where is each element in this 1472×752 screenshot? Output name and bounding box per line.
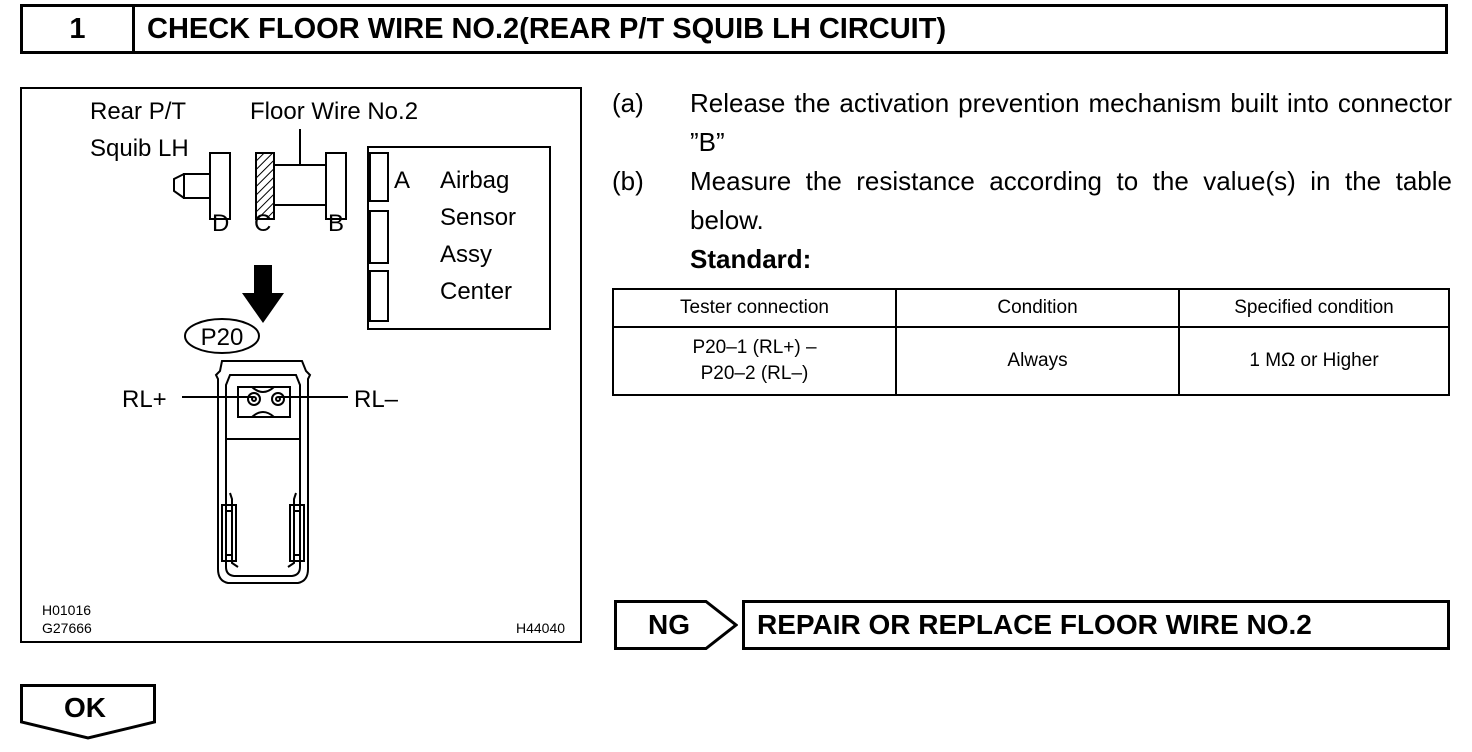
cell-condition: Always [895, 326, 1180, 396]
cell-connection-line1: P20–1 (RL+) – [692, 337, 817, 358]
step-a-text: Release the activation prevention mechan… [690, 88, 1452, 157]
table-row: P20–1 (RL+) – P20–2 (RL–) Always 1 MΩ or… [612, 326, 1450, 396]
connector-id: P20 [201, 324, 244, 351]
sensor-label-line4: Center [440, 278, 512, 305]
spec-table: Tester connection Condition Specified co… [612, 288, 1450, 396]
instruction-steps: (a) Release the activation prevention me… [612, 84, 1452, 279]
step-title: CHECK FLOOR WIRE NO.2(REAR P/T SQUIB LH … [147, 12, 947, 45]
airbag-sensor-assy [367, 146, 551, 330]
cell-tester-connection: P20–1 (RL+) – P20–2 (RL–) [612, 326, 897, 396]
ok-flow-box: OK [20, 684, 156, 740]
col-header-tester: Tester connection [612, 288, 897, 328]
down-arrow-icon [242, 265, 284, 323]
ok-label: OK [64, 692, 106, 723]
squib-connector-d [173, 152, 231, 220]
figure-code-2: G27666 [42, 620, 92, 636]
figure-code-3: H44040 [516, 620, 565, 636]
ng-result: REPAIR OR REPLACE FLOOR WIRE NO.2 [742, 600, 1450, 650]
step-b-text: Measure the resistance according to the … [690, 166, 1452, 235]
figure-code-1: H01016 [42, 602, 91, 618]
sensor-label-line3: Assy [440, 241, 492, 268]
cell-connection-line2: P20–2 (RL–) [700, 363, 809, 384]
ng-arrow-shape [614, 600, 739, 650]
cell-specified: 1 MΩ or Higher [1178, 326, 1450, 396]
diagram-drawing: Rear P/T Squib LH Floor Wire No.2 D C B … [42, 98, 565, 636]
col-header-condition: Condition [895, 288, 1180, 328]
floor-wire-connector-c [255, 129, 347, 220]
table-header-row: Tester connection Condition Specified co… [612, 288, 1450, 328]
standard-label: Standard: [690, 244, 812, 274]
connector-id-ellipse [184, 318, 260, 354]
step-number: 1 [23, 7, 135, 51]
col-header-specified: Specified condition [1178, 288, 1450, 328]
step-a: (a) Release the activation prevention me… [612, 84, 1452, 162]
step-header: 1 CHECK FLOOR WIRE NO.2(REAR P/T SQUIB L… [20, 4, 1448, 54]
label-a: A [394, 167, 410, 194]
squib-label-line2: Squib LH [90, 135, 189, 162]
sensor-label-line2: Sensor [440, 204, 516, 231]
connector-diagram: Rear P/T Squib LH Floor Wire No.2 D C B … [20, 87, 582, 643]
step-a-label: (a) [612, 88, 644, 118]
label-d: D [212, 210, 229, 237]
squib-label-line1: Rear P/T [90, 98, 186, 125]
label-b: B [328, 210, 344, 237]
terminal-minus-label: RL– [354, 386, 399, 413]
step-b: (b) Measure the resistance according to … [612, 162, 1452, 240]
floor-wire-label: Floor Wire No.2 [250, 98, 418, 125]
p20-connector-body [214, 360, 312, 584]
sensor-label-line1: Airbag [440, 167, 509, 194]
ok-arrow-shape [20, 684, 156, 740]
terminal-plus-label: RL+ [122, 386, 167, 413]
ng-flow-box: NG [614, 600, 739, 650]
step-b-label: (b) [612, 166, 644, 196]
label-c: C [254, 210, 271, 237]
ng-label: NG [648, 609, 690, 640]
